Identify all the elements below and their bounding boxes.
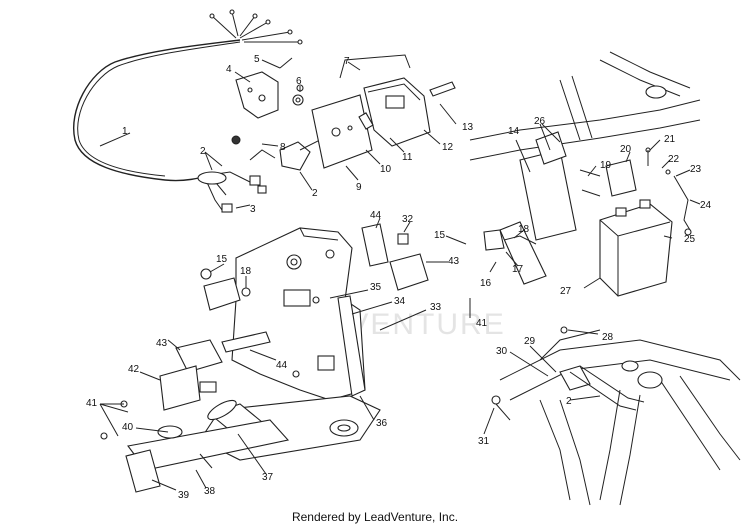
callout-label: 43 <box>156 338 168 349</box>
callout-label: 44 <box>370 210 382 221</box>
callout-label: 20 <box>620 144 632 155</box>
connector-assembly <box>231 131 333 171</box>
leader-lines <box>99 59 701 491</box>
callout-label: 33 <box>430 302 442 313</box>
callout-label: 27 <box>560 286 572 297</box>
callout-label: 14 <box>508 126 520 137</box>
callout-label: 44 <box>276 360 288 371</box>
callout-label: 38 <box>204 486 216 497</box>
callout-label: 2 <box>200 146 206 157</box>
callout-label: 5 <box>254 54 260 65</box>
mount-bracket <box>235 57 304 119</box>
callout-label: 31 <box>478 436 490 447</box>
callout-label: 36 <box>376 418 388 429</box>
mount-panel <box>231 227 366 401</box>
callout-label: 15 <box>216 254 228 265</box>
callout-label: 43 <box>448 256 460 267</box>
callout-label: 15 <box>434 230 446 241</box>
callout-label: 19 <box>600 160 612 171</box>
callout-label: 40 <box>122 422 134 433</box>
callout-label: 18 <box>240 266 252 277</box>
callout-label: 3 <box>250 204 256 215</box>
battery-area <box>469 51 701 297</box>
callout-label: 23 <box>690 164 702 175</box>
callout-label: 7 <box>344 56 350 67</box>
callout-label: 37 <box>262 472 274 483</box>
callout-label: 39 <box>178 490 190 501</box>
callout-label: 30 <box>496 346 508 357</box>
callout-label: 18 <box>518 224 530 235</box>
callout-label: 9 <box>356 182 362 193</box>
callout-label: 35 <box>370 282 382 293</box>
electrical-boxes <box>159 223 429 411</box>
callout-label: 34 <box>394 296 406 307</box>
callout-label: 10 <box>380 164 392 175</box>
callout-label: 4 <box>226 64 232 75</box>
callout-label: 42 <box>128 364 140 375</box>
callout-label: 11 <box>402 152 413 163</box>
callout-label: 2 <box>312 188 318 199</box>
callout-label: 32 <box>402 214 414 225</box>
frame-lower <box>100 395 381 493</box>
footer-credit: Rendered by LeadVenture, Inc. <box>291 510 459 524</box>
tail-light <box>311 54 456 169</box>
callout-label: 16 <box>480 278 492 289</box>
wire-harness <box>73 9 303 213</box>
callout-label: 26 <box>534 116 546 127</box>
frame-right <box>491 326 741 506</box>
callout-labels: 1 2 2 2 3 4 5 6 7 8 9 10 11 12 13 14 15 … <box>86 54 712 501</box>
callout-label: 6 <box>296 76 302 87</box>
callout-label: 1 <box>122 126 128 137</box>
callout-label: 28 <box>602 332 614 343</box>
callout-label: 8 <box>280 142 286 153</box>
callout-label: 21 <box>664 134 676 145</box>
callout-label: 22 <box>668 154 680 165</box>
callout-label: 12 <box>442 142 454 153</box>
callout-label: 25 <box>684 234 696 245</box>
callout-label: 29 <box>524 336 536 347</box>
callout-label: 41 <box>86 398 98 409</box>
callout-label: 13 <box>462 122 474 133</box>
callout-label: 41 <box>476 318 488 329</box>
callout-label: 24 <box>700 200 712 211</box>
callout-label: 17 <box>512 264 524 275</box>
callout-label: 2 <box>566 396 572 407</box>
